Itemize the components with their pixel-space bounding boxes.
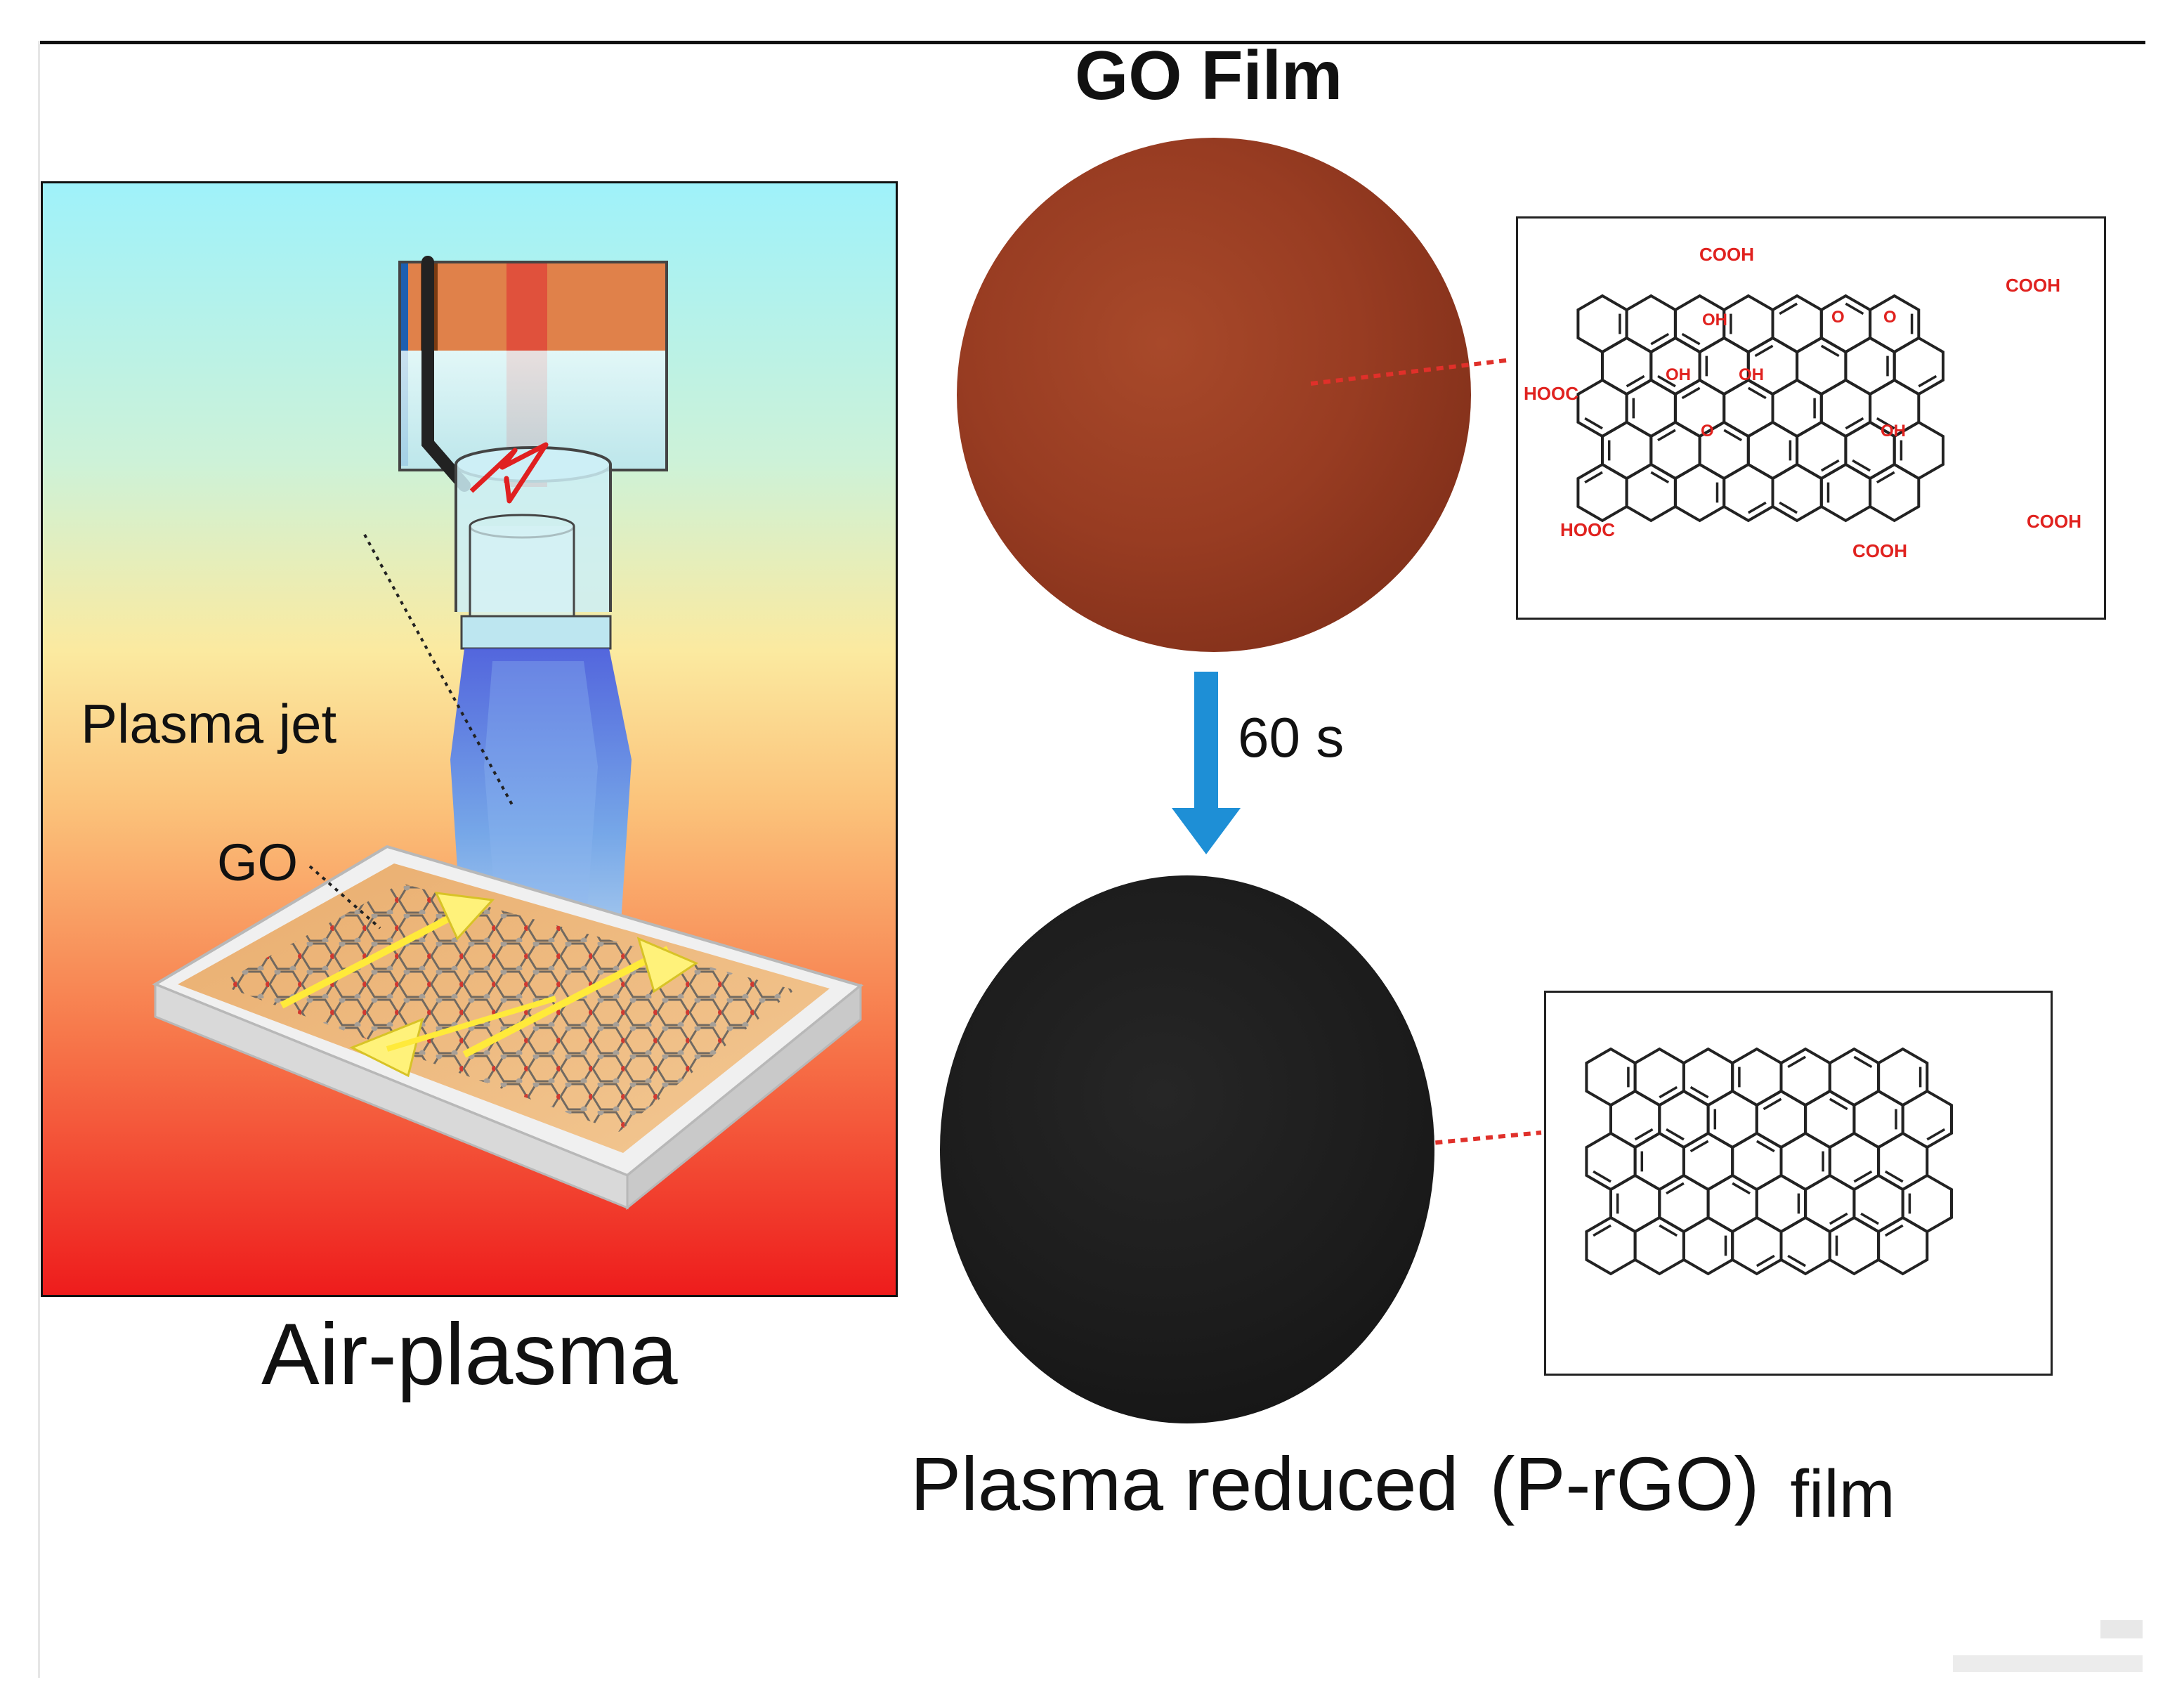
plasma-apparatus-drawing: [152, 256, 864, 1211]
go-film-disc: [957, 138, 1471, 652]
functional-group-label: OH: [1666, 365, 1691, 384]
double-bond: [1666, 1182, 1685, 1195]
double-bond: [1829, 1097, 1848, 1111]
rgo-structure-link: [1334, 1130, 1542, 1154]
double-bond: [1657, 374, 1676, 388]
double-bond: [1754, 344, 1774, 358]
functional-group-label: OH: [1881, 422, 1906, 441]
double-bond: [1747, 501, 1767, 514]
double-bond: [1650, 332, 1670, 346]
double-bond: [1650, 471, 1670, 484]
double-bond: [1689, 1140, 1709, 1153]
double-bond: [1659, 1086, 1678, 1099]
reduction-arrow-head: [1172, 808, 1241, 854]
prgo-caption-part1: Plasma reduced: [910, 1441, 1459, 1526]
rgo-molecule-structure: [1585, 1047, 1953, 1276]
double-bond: [1779, 302, 1798, 315]
go-structure-link: [1310, 358, 1512, 386]
prgo-film-caption: Plasma reduced (P-rGO) film: [910, 1441, 1895, 1528]
double-bond: [1659, 1224, 1678, 1237]
prgo-caption-part3: film: [1790, 1456, 1895, 1532]
reduction-arrow-shaft: [1194, 672, 1218, 812]
rgo-structure-box: [1544, 991, 2053, 1376]
double-bond: [1852, 459, 1871, 472]
double-bond: [1657, 429, 1676, 442]
plasma-jet-label: Plasma jet: [81, 693, 337, 755]
air-plasma-caption: Air-plasma: [261, 1306, 678, 1403]
prgo-caption-part2: (P-rGO): [1489, 1441, 1760, 1526]
go-sheet-lattice: [218, 883, 795, 1132]
double-bond: [1666, 1128, 1685, 1141]
double-bond: [1787, 1254, 1806, 1267]
double-bond: [1584, 417, 1603, 430]
double-bond: [1634, 1128, 1654, 1141]
go-molecule-structure: COOH COOH HOOC HOOC COOH COOH OH OH OH OH O O O: [1524, 244, 2081, 561]
top-border-rule: [38, 41, 2145, 44]
double-bond: [1884, 1170, 1904, 1183]
left-border-rule: [38, 41, 40, 1678]
double-bond: [1593, 1170, 1611, 1183]
functional-group-label: O: [1831, 308, 1845, 327]
functional-group-label: COOH: [2006, 275, 2060, 296]
double-bond: [1681, 386, 1701, 400]
double-bond: [1779, 501, 1798, 514]
double-bond: [1787, 1055, 1806, 1069]
rgo-hex-lattice: [1585, 1047, 1953, 1276]
double-bond: [1756, 1254, 1775, 1267]
double-bond: [1876, 417, 1895, 430]
hex-ring: [1877, 1215, 1929, 1276]
double-bond: [1820, 459, 1840, 472]
double-bond: [1829, 1212, 1848, 1225]
hex-ring: [1869, 462, 1921, 523]
double-bond: [1860, 1212, 1879, 1225]
double-bond: [1845, 302, 1864, 315]
go-hex-lattice: [1576, 294, 1944, 523]
functional-group-label: O: [1701, 422, 1714, 441]
double-bond: [1853, 1055, 1873, 1069]
double-bond: [1763, 1097, 1782, 1111]
go-label: GO: [217, 833, 299, 892]
functional-group-label: HOOC: [1560, 519, 1615, 540]
double-bond: [1876, 471, 1895, 484]
double-bond: [1593, 1224, 1611, 1237]
functional-group-label: O: [1883, 308, 1897, 327]
go-film-title: GO Film: [1075, 37, 1343, 114]
reduction-time-label: 60 s: [1238, 706, 1345, 769]
go-structure-box: COOH COOH HOOC HOOC COOH COOH OH OH OH OH O O O: [1516, 216, 2106, 620]
double-bond: [1723, 429, 1742, 442]
double-bond: [1747, 386, 1767, 400]
prgo-film-disc: [940, 875, 1434, 1423]
spark-icon: [469, 442, 549, 504]
double-bond: [1918, 374, 1937, 388]
double-bond: [1884, 1224, 1904, 1237]
double-bond: [1626, 374, 1645, 388]
functional-group-label: OH: [1702, 311, 1727, 330]
functional-group-label: COOH: [1852, 540, 1907, 561]
double-bond: [1689, 1086, 1709, 1099]
functional-group-label: OH: [1739, 365, 1764, 384]
double-bond: [1584, 471, 1603, 484]
functional-group-label: COOH: [2027, 511, 2081, 532]
double-bond: [1756, 1140, 1775, 1153]
functional-group-label: HOOC: [1524, 383, 1578, 404]
double-bond: [1853, 1170, 1873, 1183]
double-bond: [1845, 417, 1864, 430]
double-bond: [1820, 344, 1840, 358]
double-bond: [1681, 332, 1701, 346]
double-bond: [1926, 1128, 1946, 1141]
functional-group-label: COOH: [1699, 244, 1754, 265]
double-bond: [1732, 1182, 1751, 1195]
air-plasma-illustration: Plasma jet GO: [41, 181, 898, 1297]
